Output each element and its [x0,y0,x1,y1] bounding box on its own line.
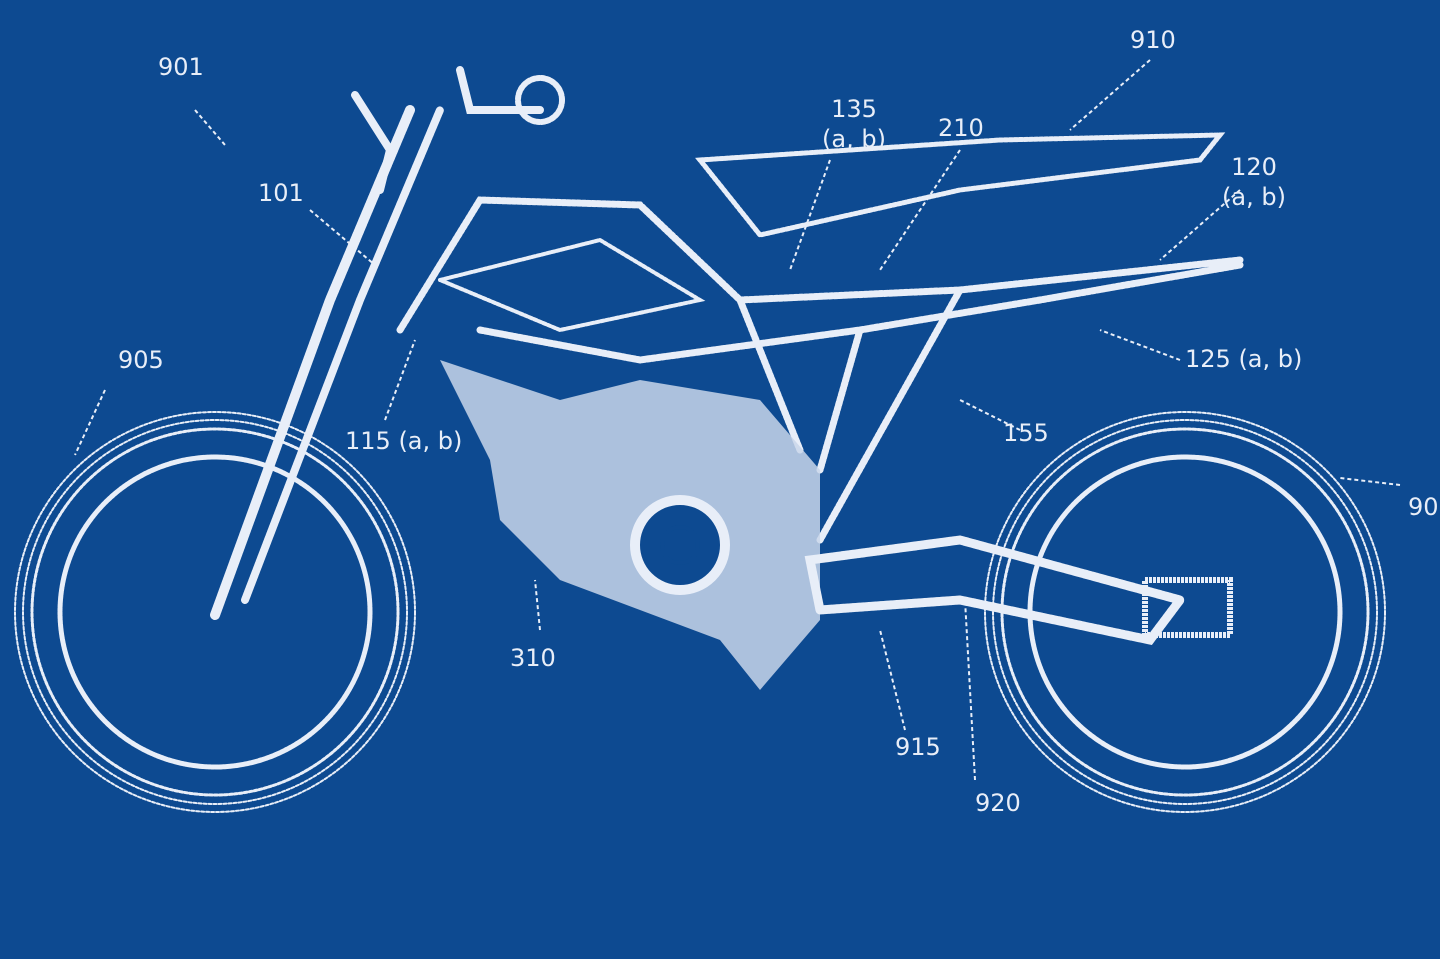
label-115: 115 (a, b) [345,427,463,455]
rear-wheel [984,411,1386,813]
label-310: 310 [510,644,556,672]
label-210: 210 [938,114,984,142]
label-155: 155 [1003,419,1049,447]
frame [396,132,1244,544]
engine [440,360,820,690]
label-120: 120 (a, b) [1222,152,1286,212]
label-90: 90 [1408,493,1439,521]
label-915: 915 [895,733,941,761]
label-120-number: 120 [1231,153,1277,181]
label-901: 901 [158,53,204,81]
label-120-suffix: (a, b) [1222,183,1286,211]
label-125: 125 (a, b) [1185,345,1303,373]
front-wheel [14,411,416,813]
label-905: 905 [118,346,164,374]
leader-lines [74,59,1401,781]
label-101: 101 [258,179,304,207]
label-135-number: 135 [831,95,877,123]
label-910: 910 [1130,26,1176,54]
front-fork [210,66,565,620]
label-135: 135 (a, b) [822,94,886,154]
label-135-suffix: (a, b) [822,125,886,153]
swingarm [804,535,1188,645]
label-920: 920 [975,789,1021,817]
